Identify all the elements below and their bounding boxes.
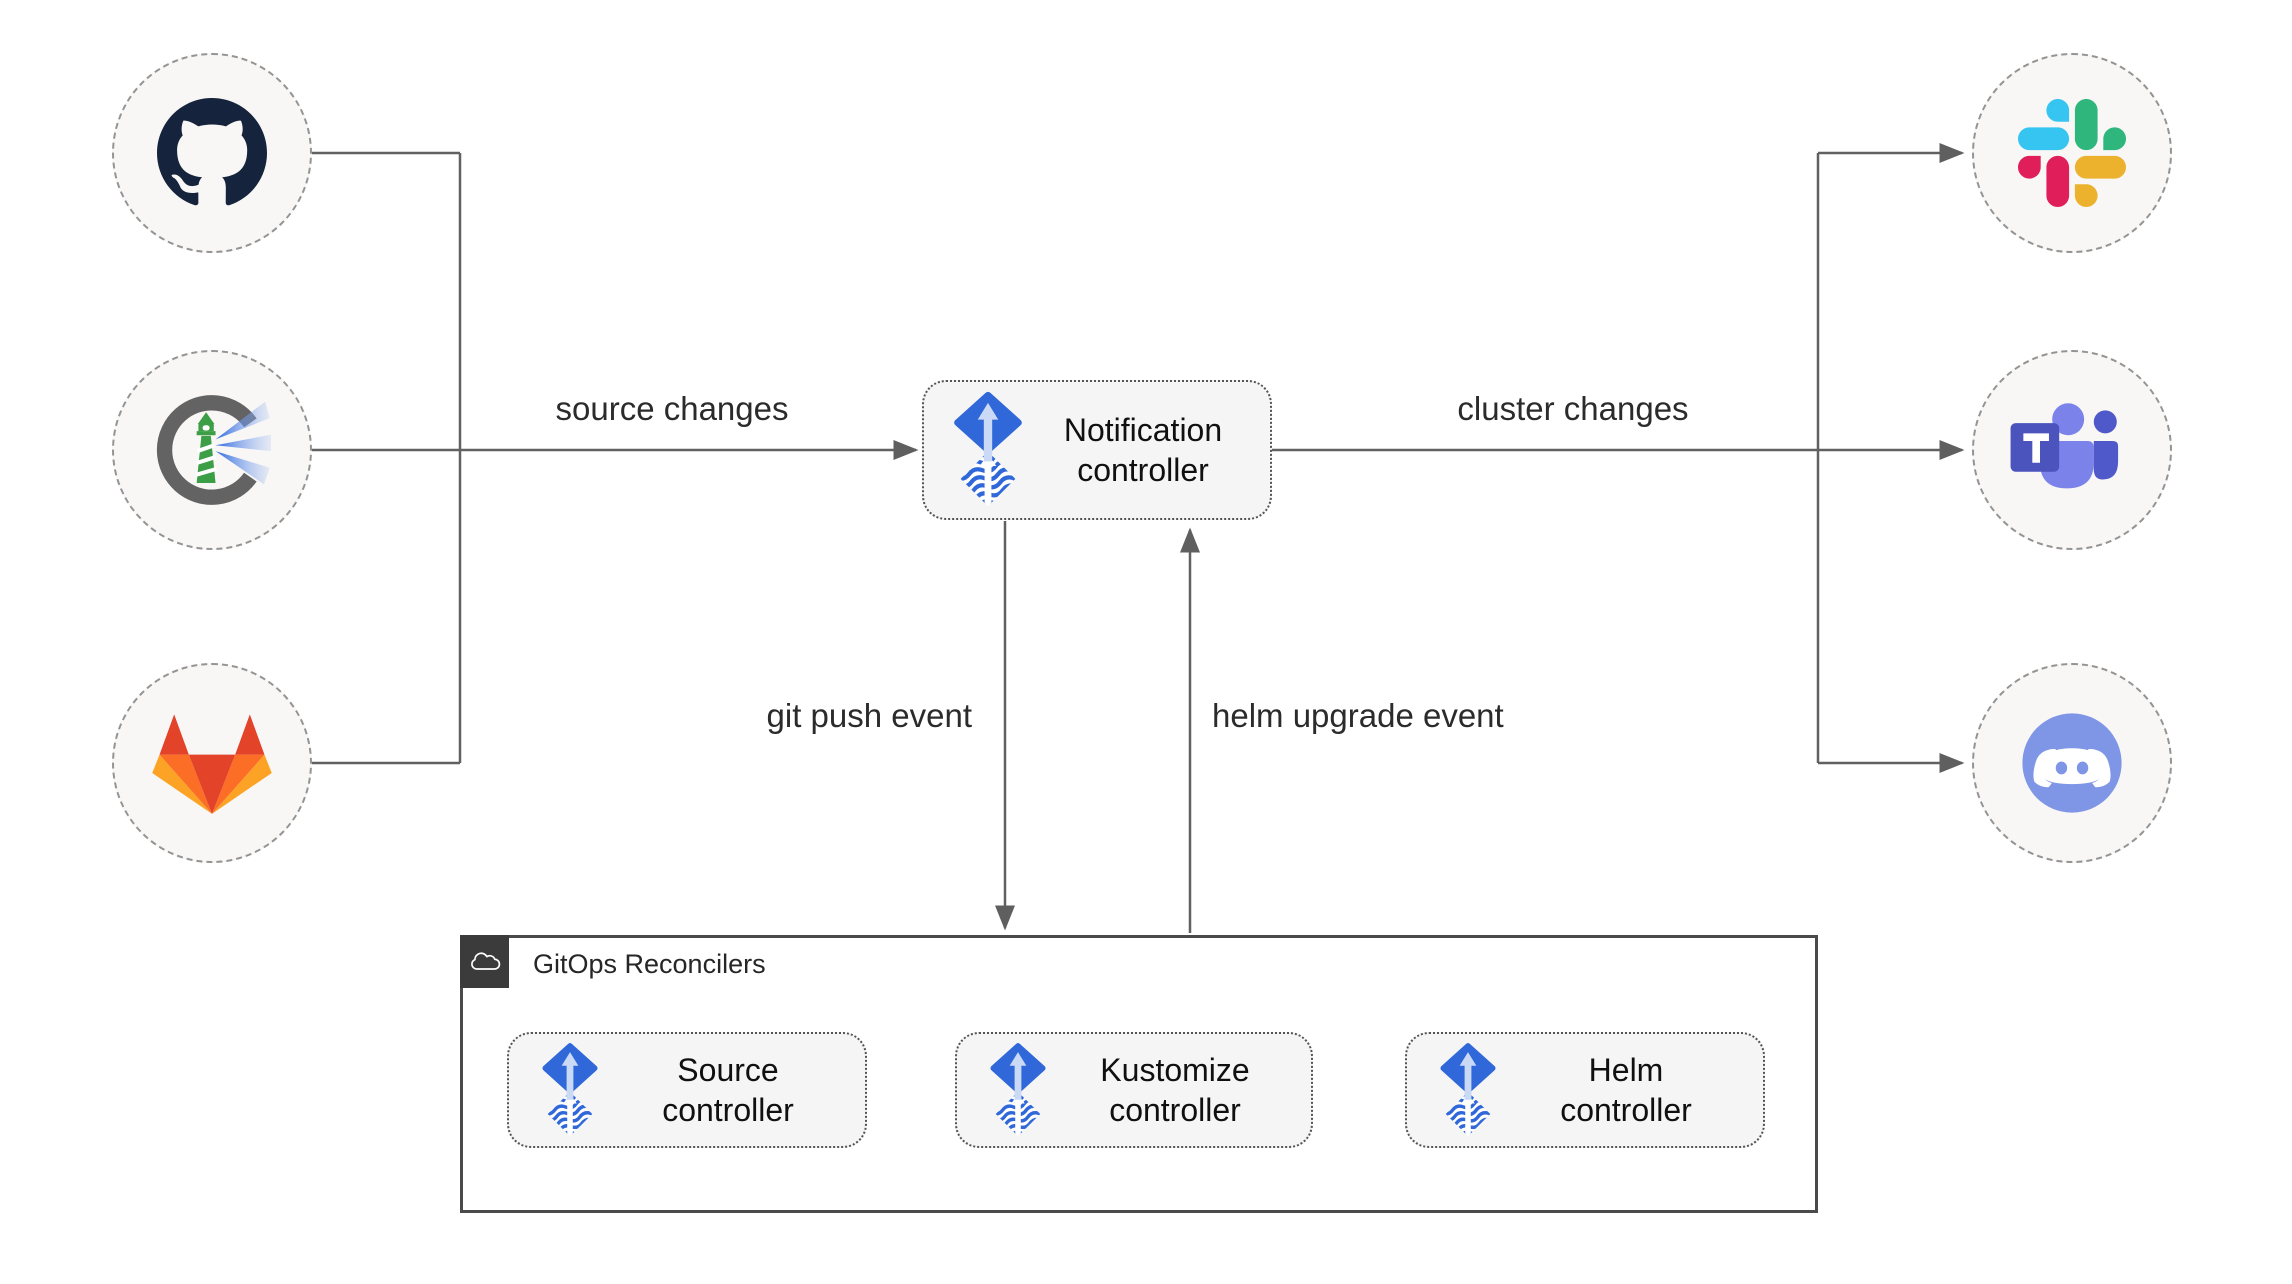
gitops-reconcilers-title: GitOps Reconcilers (533, 949, 766, 979)
node-discord (1972, 663, 2172, 863)
discord-icon (2010, 701, 2134, 825)
notification-controller-box: Notification controller (922, 380, 1272, 520)
harbor-icon (153, 391, 271, 509)
cloud-icon (467, 948, 503, 975)
helm-controller-box: Helm controller (1405, 1032, 1765, 1148)
kustomize-controller-label: Kustomize controller (1100, 1052, 1250, 1128)
gitlab-icon (151, 707, 273, 820)
teams-icon (2008, 400, 2136, 500)
source-controller-box: Source controller (507, 1032, 867, 1148)
cluster-changes-label: cluster changes (1457, 390, 1689, 427)
kustomize-controller-box: Kustomize controller (955, 1032, 1313, 1148)
github-icon (156, 98, 268, 208)
helm-upgrade-event-label: helm upgrade event (1212, 697, 1504, 734)
source-changes-label: source changes (555, 390, 789, 427)
source-controller-label: Source controller (662, 1052, 794, 1128)
node-teams (1972, 350, 2172, 550)
cloud-badge (460, 935, 509, 988)
git-push-event-label: git push event (766, 697, 972, 734)
node-github (112, 53, 312, 253)
slack-icon (2018, 99, 2126, 207)
node-harbor (112, 350, 312, 550)
notification-controller-label: Notification controller (1063, 412, 1223, 488)
flux-icon (950, 389, 1026, 511)
flux-icon (987, 1041, 1049, 1140)
node-slack (1972, 53, 2172, 253)
flux-icon (1437, 1041, 1499, 1140)
helm-controller-label: Helm controller (1560, 1052, 1692, 1128)
flux-icon (539, 1041, 601, 1140)
node-gitlab (112, 663, 312, 863)
